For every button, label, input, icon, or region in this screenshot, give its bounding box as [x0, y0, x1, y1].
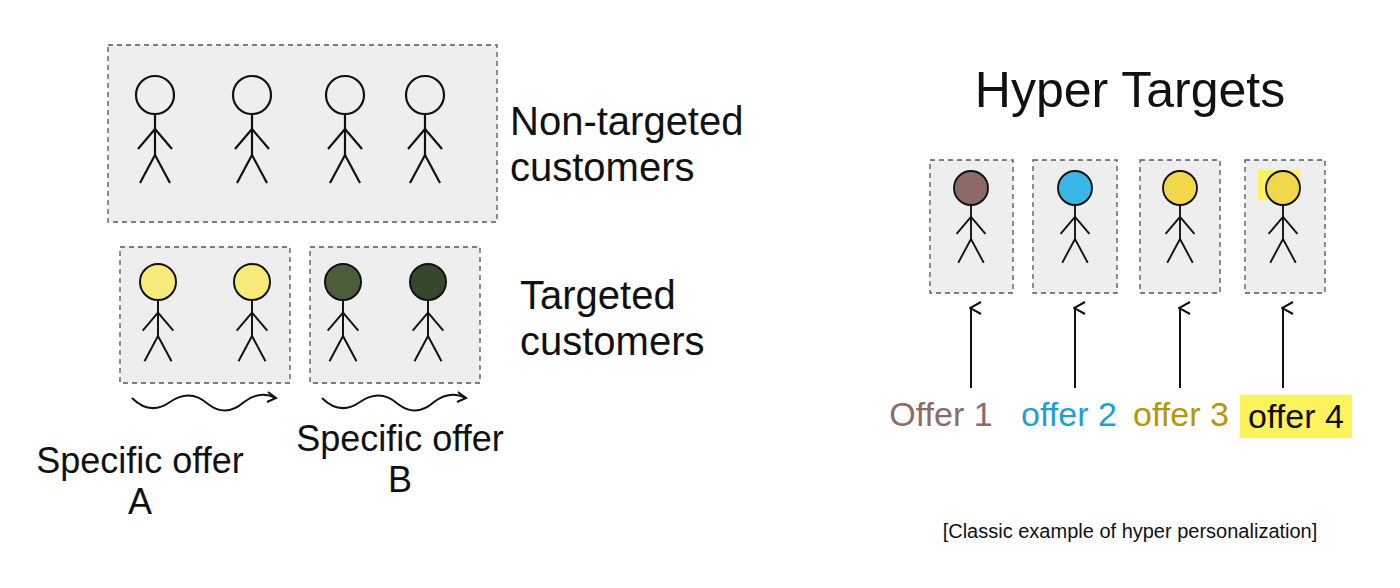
group-label: Non-targeted customers: [510, 98, 810, 190]
offer-label: Specific offer B: [290, 418, 510, 501]
arrow: [1074, 308, 1076, 388]
offer-label: offer 4: [1240, 395, 1352, 438]
offer-label: offer 2: [1013, 395, 1125, 434]
arrow: [970, 308, 972, 388]
group-box: [1033, 160, 1117, 293]
stick-figure: [136, 76, 174, 183]
stick-figure: [233, 76, 271, 183]
arrow: [1179, 308, 1181, 388]
bracket: [267, 392, 276, 402]
stick-figure: [325, 264, 361, 361]
offer-label: Specific offer A: [25, 440, 255, 523]
group-box: [310, 247, 480, 383]
stick-figure: [410, 264, 446, 361]
offer-label: offer 3: [1125, 395, 1237, 434]
arrow: [1282, 308, 1284, 388]
bracket: [457, 392, 466, 402]
bracket: [132, 395, 276, 411]
stick-figure: [1058, 171, 1092, 263]
group-box: [108, 45, 497, 222]
group-box: [1140, 160, 1220, 293]
stick-figure: [1163, 171, 1197, 263]
stick-figure: [140, 264, 176, 361]
group-box: [1245, 160, 1325, 293]
group-box: [120, 247, 290, 383]
bracket: [322, 395, 466, 411]
offer-label: Offer 1: [885, 395, 997, 434]
group-box: [930, 160, 1013, 293]
stick-figure: [954, 171, 988, 263]
section-title: Hyper Targets: [910, 62, 1350, 120]
caption: [Classic example of hyper personalizatio…: [895, 520, 1365, 543]
stick-figure: [234, 264, 270, 361]
stick-figure: [406, 76, 444, 183]
stick-figure: [326, 76, 364, 183]
stick-figure: [1266, 171, 1300, 263]
group-label: Targeted customers: [520, 272, 780, 364]
